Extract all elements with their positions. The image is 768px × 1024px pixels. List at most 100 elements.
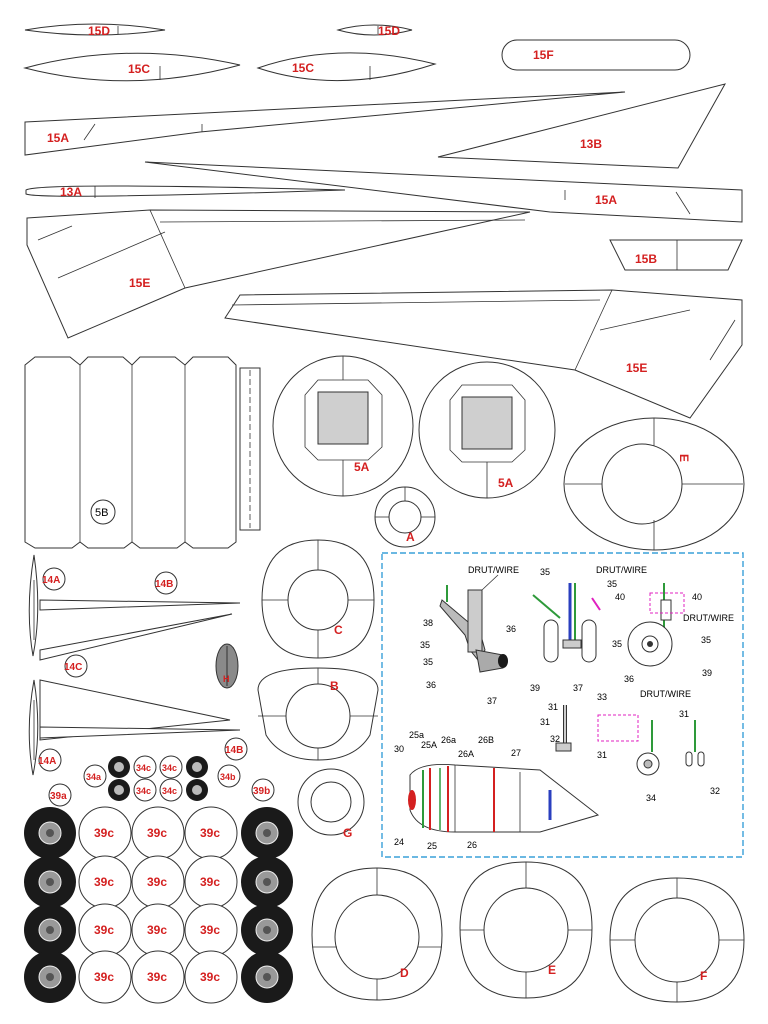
- svg-text:39c: 39c: [200, 875, 220, 889]
- svg-text:39: 39: [530, 683, 540, 693]
- disc-39c-r4c3: 39c: [184, 950, 238, 1004]
- part-5a-right: 5A: [418, 361, 556, 499]
- svg-text:39c: 39c: [94, 826, 114, 840]
- svg-text:40: 40: [692, 592, 702, 602]
- label-34c-3: 34c: [162, 763, 177, 773]
- svg-text:26: 26: [467, 840, 477, 850]
- part-5a-left: 5A: [272, 355, 414, 497]
- label-15d-left: 15D: [88, 24, 110, 38]
- disc-39c-r3c2: 39c: [131, 903, 185, 957]
- svg-text:39c: 39c: [94, 875, 114, 889]
- label-34c-2: 34c: [136, 786, 151, 796]
- disc-39c-r1c3: 39c: [184, 806, 238, 860]
- svg-text:26a: 26a: [441, 735, 456, 745]
- small-wheels-34: 34a 34c 34c 34c 34c 34b: [83, 755, 241, 802]
- part-15f: 15F: [501, 39, 691, 71]
- svg-text:35: 35: [701, 635, 711, 645]
- drut-wire-3: DRUT/WIRE: [683, 613, 734, 623]
- label-15c-right: 15C: [292, 61, 314, 75]
- assembly-inset: DRUT/WIRE 38 35 35 36 37 35 DRUT/WIRE 35…: [381, 552, 744, 858]
- part-b: B: [257, 667, 379, 761]
- part-13b: 13B: [437, 83, 727, 169]
- svg-text:39c: 39c: [94, 970, 114, 984]
- svg-text:35: 35: [540, 567, 550, 577]
- label-15e-left: 15E: [129, 276, 150, 290]
- label-34b: 34b: [220, 772, 236, 782]
- label-14a-bot: 14A: [38, 756, 56, 767]
- part-15e-left: 15E: [26, 209, 531, 339]
- part-a: A: [374, 486, 436, 548]
- fuselage-cutaway: [408, 764, 600, 833]
- svg-text:31: 31: [679, 709, 689, 719]
- svg-text:31: 31: [548, 702, 558, 712]
- svg-text:35: 35: [612, 639, 622, 649]
- part-15a-mid: 15A: [144, 161, 743, 223]
- part-15b: 15B: [609, 239, 743, 271]
- label-13b: 13B: [580, 137, 602, 151]
- label-d: D: [400, 966, 409, 980]
- side-gear: [627, 583, 685, 667]
- disc-39c-r3c3: 39c: [184, 903, 238, 957]
- part-15d-right: 15D: [336, 24, 413, 38]
- label-b: B: [330, 679, 339, 693]
- disc-39c-r1c2: 39c: [131, 806, 185, 860]
- label-f: F: [700, 969, 707, 983]
- svg-text:25: 25: [427, 841, 437, 851]
- svg-text:39c: 39c: [200, 923, 220, 937]
- label-14a-top: 14A: [42, 575, 60, 586]
- part-h: H: [215, 643, 239, 689]
- part-e-small: E: [563, 417, 745, 551]
- svg-text:26A: 26A: [458, 749, 474, 759]
- tire-left-2: [24, 856, 76, 908]
- label-34c-4: 34c: [162, 786, 177, 796]
- nose-gear-front: [532, 583, 601, 663]
- part-15c-left: 15C: [23, 52, 241, 82]
- tire-right-4: [241, 951, 293, 1003]
- big-wheels-39: 39a 39b 39c 39c 39c 39c 39c 39c 39c 39c …: [24, 778, 293, 1004]
- svg-text:36: 36: [426, 680, 436, 690]
- tire-right-2: [241, 856, 293, 908]
- label-14b-top: 14B: [155, 579, 173, 590]
- label-a: A: [406, 530, 415, 544]
- tail-wheel-assy: [597, 714, 705, 776]
- svg-text:34: 34: [646, 793, 656, 803]
- svg-text:37: 37: [487, 696, 497, 706]
- tire-left-4: [24, 951, 76, 1003]
- label-15d-right: 15D: [378, 24, 400, 38]
- part-15e-right: 15E: [224, 289, 743, 419]
- svg-text:31: 31: [597, 750, 607, 760]
- svg-text:25A: 25A: [421, 740, 437, 750]
- label-15f: 15F: [533, 48, 554, 62]
- disc-39c-r1c1: 39c: [78, 806, 132, 860]
- part-15d-left: 15D: [24, 23, 166, 38]
- label-15e-right: 15E: [626, 361, 647, 375]
- label-34a: 34a: [86, 772, 102, 782]
- svg-text:36: 36: [506, 624, 516, 634]
- label-5b: 5B: [95, 507, 108, 519]
- svg-text:36: 36: [624, 674, 634, 684]
- disc-39c-r2c3: 39c: [184, 855, 238, 909]
- tire-right-3: [241, 904, 293, 956]
- part-15c-right: 15C: [256, 52, 437, 81]
- svg-text:37: 37: [573, 683, 583, 693]
- label-c: C: [334, 623, 343, 637]
- label-g: G: [343, 826, 352, 840]
- part-d: D: [311, 867, 443, 1001]
- svg-text:35: 35: [607, 579, 617, 589]
- part-g: G: [297, 768, 365, 840]
- label-h: H: [223, 674, 230, 684]
- label-14b-bot: 14B: [225, 745, 243, 756]
- svg-text:27: 27: [511, 748, 521, 758]
- label-15b: 15B: [635, 252, 657, 266]
- main-gear-strut: [439, 574, 508, 673]
- tire-left-3: [24, 904, 76, 956]
- part-5b: 5B: [24, 356, 261, 549]
- svg-text:39c: 39c: [200, 970, 220, 984]
- part-15a-top: 15A: [24, 91, 626, 156]
- part-14-bottom: 14A 14B: [28, 679, 248, 776]
- svg-text:39c: 39c: [147, 970, 167, 984]
- drut-wire-2: DRUT/WIRE: [596, 565, 647, 575]
- label-39a: 39a: [50, 791, 67, 802]
- label-e-small: E: [677, 454, 691, 462]
